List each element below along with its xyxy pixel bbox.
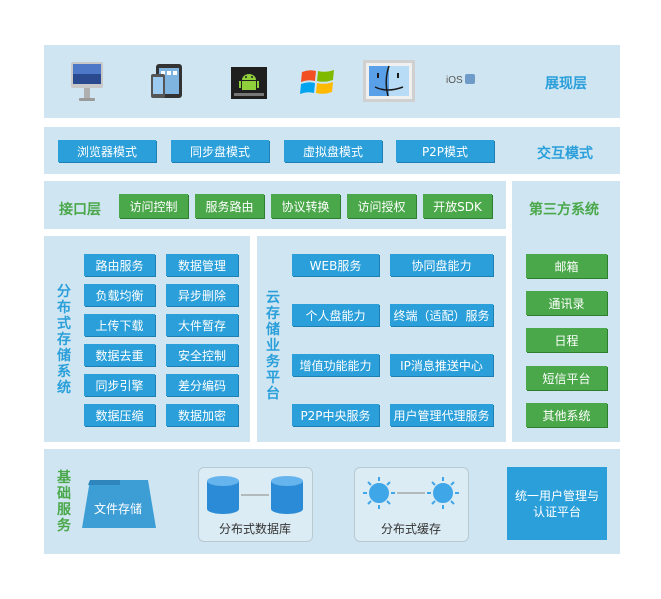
- cp-collab-disk[interactable]: 协同盘能力: [390, 254, 493, 276]
- display-layer-band: [44, 45, 620, 118]
- cloud-platform-label: 云存储业务平台: [266, 290, 280, 402]
- ds-load-balance[interactable]: 负载均衡: [84, 284, 155, 306]
- interface-protocol-convert[interactable]: 协议转换: [271, 194, 340, 218]
- cp-value-added[interactable]: 增值功能能力: [292, 354, 379, 376]
- cp-web-service[interactable]: WEB服务: [292, 254, 379, 276]
- imac-icon: [71, 62, 103, 101]
- ds-dedup[interactable]: 数据去重: [84, 344, 155, 366]
- interaction-label: 交互模式: [537, 146, 593, 162]
- ios-text: iOS: [446, 75, 463, 86]
- cp-ip-push[interactable]: IP消息推送中心: [390, 354, 493, 376]
- mode-virtual-disk[interactable]: 虚拟盘模式: [284, 140, 382, 162]
- infrastructure-label: 基础服务: [57, 470, 71, 534]
- distributed-database-label: 分布式数据库: [219, 522, 292, 536]
- ds-encryption[interactable]: 数据加密: [166, 404, 238, 426]
- database-icon: [207, 476, 303, 514]
- auth-platform-label: 统一用户管理与认证平台: [514, 488, 599, 519]
- third-party-label: 第三方系统: [529, 202, 599, 218]
- third-party-contacts[interactable]: 通讯录: [526, 291, 607, 315]
- interface-label: 接口层: [59, 202, 101, 218]
- display-layer-label: 展现层: [545, 76, 587, 92]
- cp-terminal-adapter[interactable]: 终端（适配）服务: [390, 304, 493, 326]
- interface-open-sdk[interactable]: 开放SDK: [423, 194, 492, 218]
- interface-access-control[interactable]: 访问控制: [119, 194, 188, 218]
- file-storage-icon: [82, 480, 156, 528]
- ds-async-delete[interactable]: 异步删除: [166, 284, 238, 306]
- ds-security-control[interactable]: 安全控制: [166, 344, 238, 366]
- interface-service-routing[interactable]: 服务路由: [195, 194, 264, 218]
- mac-finder-icon: [363, 60, 415, 102]
- cp-p2p-central[interactable]: P2P中央服务: [292, 404, 379, 426]
- ios-icon: iOS: [446, 74, 475, 86]
- cache-icon: [363, 477, 459, 509]
- ds-diff-encoding[interactable]: 差分编码: [166, 374, 238, 396]
- mode-p2p[interactable]: P2P模式: [396, 140, 494, 162]
- cp-user-proxy[interactable]: 用户管理代理服务: [390, 404, 493, 426]
- ds-routing-service[interactable]: 路由服务: [84, 254, 155, 276]
- distributed-storage-label: 分布式存储系统: [57, 284, 71, 396]
- third-party-calendar[interactable]: 日程: [526, 328, 607, 352]
- mode-sync-disk[interactable]: 同步盘模式: [171, 140, 269, 162]
- ds-large-file-cache[interactable]: 大件暂存: [166, 314, 238, 336]
- mode-browser[interactable]: 浏览器模式: [58, 140, 156, 162]
- distributed-cache-panel: [354, 467, 469, 542]
- ds-compression[interactable]: 数据压缩: [84, 404, 155, 426]
- interface-access-auth[interactable]: 访问授权: [347, 194, 416, 218]
- cp-personal-disk[interactable]: 个人盘能力: [292, 304, 379, 326]
- android-icon: [231, 67, 267, 99]
- distributed-cache-label: 分布式缓存: [381, 522, 442, 536]
- third-party-mail[interactable]: 邮箱: [526, 254, 607, 278]
- auth-platform-box[interactable]: 统一用户管理与认证平台: [507, 467, 607, 540]
- ds-sync-engine[interactable]: 同步引擎: [84, 374, 155, 396]
- ds-upload-download[interactable]: 上传下载: [84, 314, 155, 336]
- ds-data-management[interactable]: 数据管理: [166, 254, 238, 276]
- third-party-other[interactable]: 其他系统: [526, 403, 607, 427]
- third-party-sms[interactable]: 短信平台: [526, 366, 607, 390]
- windows-icon: [300, 70, 334, 94]
- file-storage-label[interactable]: 文件存储: [94, 502, 143, 516]
- ipad-icon: [151, 64, 182, 98]
